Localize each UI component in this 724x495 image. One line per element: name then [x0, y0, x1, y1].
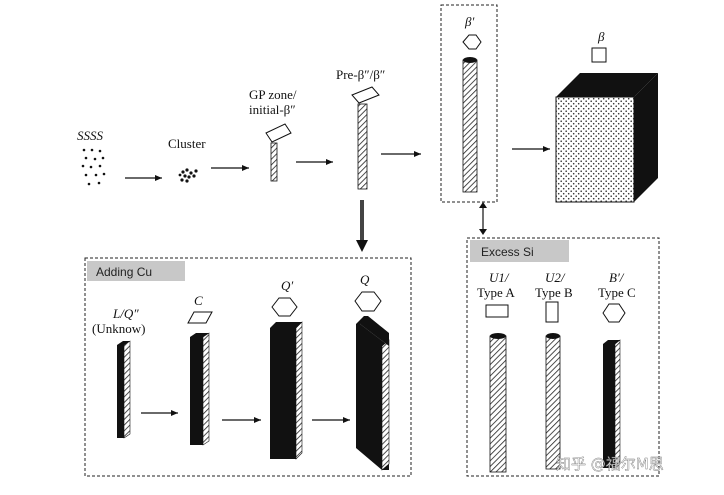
adding-cu-frame: [84, 257, 412, 477]
beta-prime-frame: [440, 4, 498, 203]
adding-cu-header: Adding Cu: [96, 265, 152, 279]
c-plate: [190, 332, 210, 446]
c-label: C: [194, 293, 203, 308]
beta-prime-label: β′: [464, 14, 474, 29]
beta-prime-rod-top: [463, 57, 477, 63]
watermark-text: 知乎 @福尔M思: [556, 455, 664, 473]
type-b-rod-top: [546, 333, 560, 339]
beta-label: β: [597, 29, 605, 44]
ssss-label: SSSS: [77, 128, 104, 143]
excess-si-frame: [466, 237, 660, 477]
ssss-dots: [81, 148, 106, 186]
down-arrow-shaft: [360, 200, 364, 240]
q-prime-hexagon-icon: [271, 297, 298, 317]
u2-label-line1: U2/: [545, 270, 566, 285]
gp-zone-label-line2: initial-β″: [249, 102, 296, 117]
q-prime-label: Q′: [281, 278, 293, 293]
gp-zone-needle: [270, 142, 278, 182]
type-b-rectangle-icon: [545, 301, 559, 323]
c-parallelogram-icon: [187, 311, 213, 324]
type-a-rectangle-icon: [485, 304, 509, 318]
lq-label-line1: L/Q″: [112, 306, 139, 321]
q-hexagon-icon: [354, 291, 382, 312]
pre-beta-parallelogram-icon: [351, 86, 380, 104]
beta-block: [555, 73, 658, 203]
q-plate: [356, 316, 390, 471]
type-a-rod-top: [490, 333, 506, 339]
u1-label-line1: U1/: [489, 270, 510, 285]
bprime-label-line1: B′/: [609, 270, 625, 285]
type-c-plate: [603, 339, 621, 469]
lq-label-line2: (Unknow): [92, 321, 145, 336]
type-c-hexagon-icon: [602, 303, 626, 323]
down-arrow-head: [356, 240, 368, 252]
double-arrow-up-head: [479, 202, 487, 208]
cluster-particles: [178, 168, 198, 183]
excess-si-header-bg: [470, 240, 569, 262]
adding-cu-header-bg: [87, 261, 185, 281]
q-label: Q: [360, 272, 370, 287]
beta-prime-rod: [462, 59, 478, 193]
type-b-rod: [545, 335, 561, 470]
pre-beta-label: Pre-β″/β″: [336, 67, 385, 82]
q-prime-plate: [270, 321, 303, 460]
u2-label-line2: Type B: [535, 285, 573, 300]
type-a-rod: [489, 335, 507, 473]
gp-zone-label-line1: GP zone/: [249, 87, 297, 102]
double-arrow-down-head: [479, 229, 487, 235]
u1-label-line2: Type A: [477, 285, 515, 300]
lq-plate: [117, 340, 131, 439]
excess-si-header: Excess Si: [481, 245, 534, 259]
beta-prime-hexagon-icon: [462, 34, 482, 50]
beta-square-icon: [591, 47, 607, 63]
gp-zone-parallelogram-icon: [265, 123, 292, 143]
bprime-label-line2: Type C: [598, 285, 636, 300]
pre-beta-needle: [357, 103, 368, 190]
cluster-label: Cluster: [168, 136, 206, 151]
